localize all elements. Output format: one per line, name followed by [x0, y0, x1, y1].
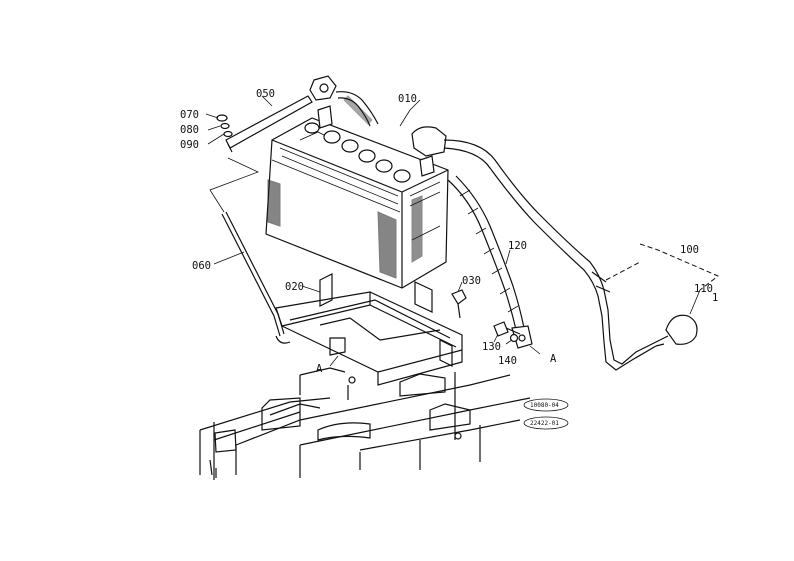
nuts-washers	[216, 114, 233, 138]
label-ref-a-strap: A	[550, 353, 557, 365]
battery-terminals	[317, 105, 435, 177]
label-080: 080	[180, 124, 199, 136]
label-100: 100	[680, 244, 699, 256]
stamp-code-2: 22422-01	[530, 420, 559, 427]
chassis-frame	[199, 367, 531, 480]
label-010: 010	[398, 93, 417, 105]
label-sub-1: 1	[712, 292, 718, 304]
label-050: 050	[256, 88, 275, 100]
label-110: 110	[694, 283, 713, 295]
label-030: 030	[462, 275, 481, 287]
label-060: 060	[192, 260, 211, 272]
ground-strap	[447, 175, 533, 349]
label-ref-a-tray: A	[316, 363, 323, 375]
part-labels: 010 050 070 080 090 060 020 030 120 100 …	[180, 88, 718, 375]
battery-tray	[275, 273, 463, 440]
top-cable	[309, 75, 379, 127]
bolt-130-washer-140	[493, 321, 521, 343]
battery-cell-caps	[304, 122, 411, 183]
reference-stamps: 10080-04 22422-01	[523, 398, 569, 430]
bolt-030	[451, 289, 467, 319]
label-090: 090	[180, 139, 199, 151]
battery	[265, 105, 449, 289]
hold-down-bar	[225, 95, 313, 153]
label-120: 120	[508, 240, 527, 252]
leader-lines	[205, 95, 719, 367]
label-130: 130	[482, 341, 501, 353]
positive-cable	[411, 126, 698, 371]
hold-down-rod	[209, 157, 291, 344]
label-140: 140	[498, 355, 517, 367]
label-020: 020	[285, 281, 304, 293]
label-070: 070	[180, 109, 199, 121]
stamp-code-1: 10080-04	[530, 402, 559, 409]
